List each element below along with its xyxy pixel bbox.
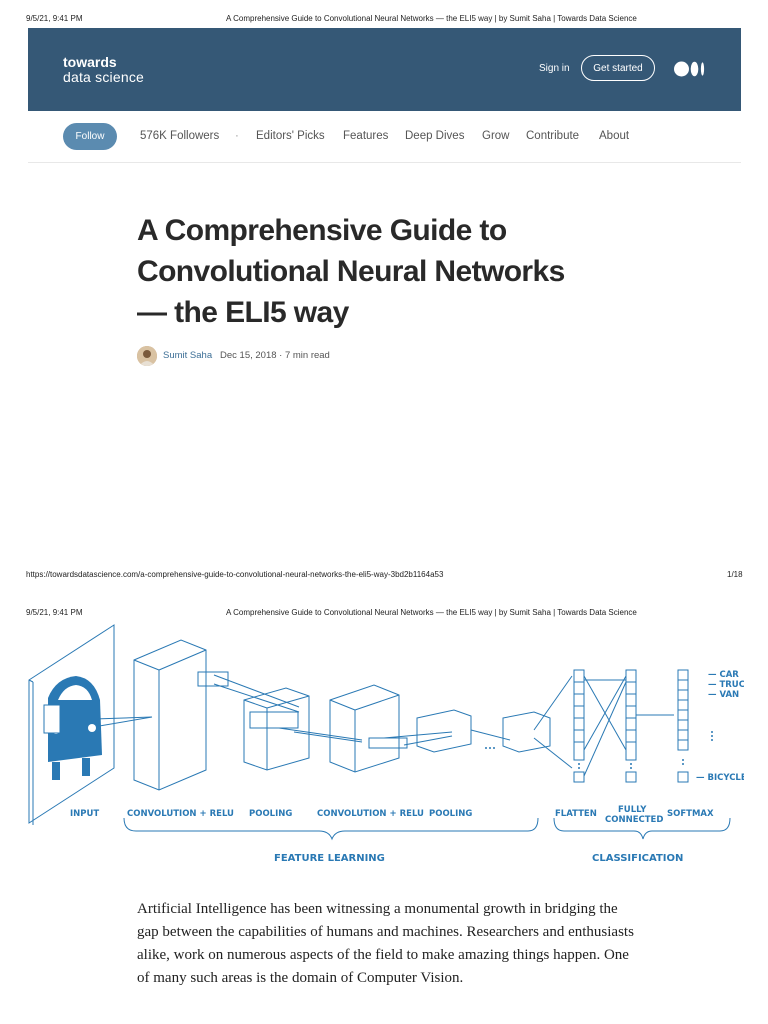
article-paragraph: Artificial Intelligence has been witness… bbox=[137, 901, 634, 986]
conv2-volume bbox=[329, 684, 400, 773]
cnn-architecture-diagram: INPUT CONVOLUTION + RELU POOLING CONVOLU… bbox=[28, 624, 744, 864]
publication-nav: Follow 576K Followers · Editors' Picks F… bbox=[28, 111, 741, 163]
label-connected: CONNECTED bbox=[605, 815, 663, 825]
label-conv1: CONVOLUTION + RELU bbox=[127, 809, 234, 819]
author-name-link[interactable]: Sumit Saha bbox=[163, 350, 213, 361]
author-avatar[interactable] bbox=[137, 346, 157, 366]
publication-masthead: towards data science Sign in Get started bbox=[28, 28, 741, 111]
label-fully: FULLY bbox=[618, 805, 647, 815]
feature-learning-bracket bbox=[123, 817, 539, 841]
label-pool1: POOLING bbox=[249, 809, 292, 819]
pool2-volume bbox=[416, 709, 472, 753]
conv1-kernel bbox=[197, 671, 229, 687]
followers-count[interactable]: 576K Followers bbox=[140, 130, 220, 142]
label-softmax: SOFTMAX bbox=[667, 809, 714, 819]
nav-deep-dives[interactable]: Deep Dives bbox=[405, 130, 465, 142]
title-line-1: A Comprehensive Guide to bbox=[137, 214, 507, 247]
sign-in-link[interactable]: Sign in bbox=[539, 63, 570, 74]
publish-date[interactable]: Dec 15, 2018 · 7 min read bbox=[220, 350, 330, 361]
pre-flatten-volume bbox=[502, 711, 551, 753]
nav-grow[interactable]: Grow bbox=[482, 130, 510, 142]
nav-about[interactable]: About bbox=[599, 130, 630, 142]
label-van: — VAN bbox=[708, 690, 739, 700]
pool1-volume bbox=[243, 687, 310, 771]
input-image-plate bbox=[28, 624, 115, 824]
classification-bracket bbox=[553, 817, 731, 840]
label-pool2: POOLING bbox=[429, 809, 472, 819]
label-bicycle: — BICYCLE bbox=[696, 773, 744, 783]
label-flatten: FLATTEN bbox=[555, 809, 597, 819]
label-feature-learning: FEATURE LEARNING bbox=[274, 853, 385, 864]
title-line-3: — the ELI5 way bbox=[137, 296, 349, 329]
logo-line1[interactable]: towards bbox=[63, 54, 117, 70]
label-conv2: CONVOLUTION + RELU bbox=[317, 809, 424, 819]
flatten-column bbox=[573, 669, 585, 761]
print-doc-title: A Comprehensive Guide to Convolutional N… bbox=[226, 14, 637, 23]
article-title: A Comprehensive Guide to Convolutional N… bbox=[137, 210, 637, 333]
print-page-number: 1/18 bbox=[727, 570, 743, 579]
print-url: https://towardsdatascience.com/a-compreh… bbox=[26, 570, 444, 579]
print-datetime: 9/5/21, 9:41 PM bbox=[26, 14, 83, 23]
conv1-volume bbox=[133, 639, 207, 791]
logo-line2[interactable]: data science bbox=[63, 69, 145, 85]
fc-column bbox=[625, 669, 637, 761]
print-doc-title-2: A Comprehensive Guide to Convolutional N… bbox=[226, 608, 637, 617]
label-input: INPUT bbox=[70, 809, 99, 819]
title-line-2: Convolutional Neural Networks bbox=[137, 255, 565, 288]
nav-features[interactable]: Features bbox=[343, 130, 389, 142]
medium-logo-icon[interactable] bbox=[674, 61, 706, 77]
print-datetime-2: 9/5/21, 9:41 PM bbox=[26, 608, 83, 617]
follow-button[interactable]: Follow bbox=[63, 123, 117, 150]
nav-editors-picks[interactable]: Editors' Picks bbox=[256, 130, 325, 142]
label-car: — CAR bbox=[708, 670, 739, 680]
label-truck: — TRUCK bbox=[708, 680, 744, 690]
nav-contribute[interactable]: Contribute bbox=[526, 130, 580, 142]
nav-separator: · bbox=[235, 130, 239, 142]
get-started-button[interactable]: Get started bbox=[581, 55, 655, 81]
label-classification: CLASSIFICATION bbox=[592, 853, 683, 864]
